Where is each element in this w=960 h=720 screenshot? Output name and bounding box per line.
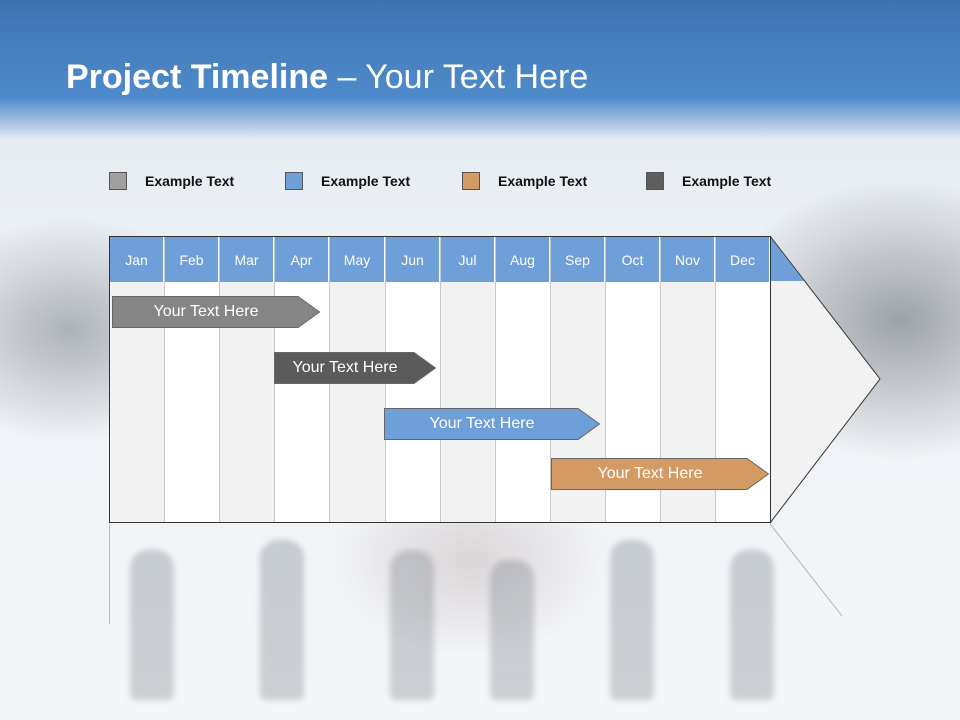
task-label: Your Text Here: [292, 359, 398, 376]
month-header-aug: Aug: [496, 237, 550, 282]
chart-reflection: [109, 524, 772, 624]
month-header-mar: Mar: [220, 237, 274, 282]
month-column-jan: Jan: [110, 237, 165, 522]
legend-label: Example Text: [498, 173, 588, 189]
task-bar-3: Your Text Here: [384, 408, 600, 440]
legend-label: Example Text: [321, 173, 411, 189]
legend-item-2: Example Text: [285, 170, 410, 192]
month-column-jul: Jul: [441, 237, 496, 522]
task-bar-2: Your Text Here: [274, 352, 436, 384]
legend-swatch: [646, 172, 664, 190]
month-header-sep: Sep: [551, 237, 605, 282]
slide-title: Project Timeline – Your Text Here: [66, 58, 588, 97]
month-column-mar: Mar: [220, 237, 275, 522]
month-header-apr: Apr: [275, 237, 329, 282]
task-label: Your Text Here: [429, 415, 535, 432]
month-header-jul: Jul: [441, 237, 495, 282]
legend-label: Example Text: [145, 173, 235, 189]
month-header-oct: Oct: [606, 237, 660, 282]
task-bar-4: Your Text Here: [551, 458, 769, 490]
background-people: [110, 520, 810, 720]
legend-swatch: [109, 172, 127, 190]
month-column-feb: Feb: [165, 237, 220, 522]
month-header-may: May: [330, 237, 385, 282]
legend-swatch: [462, 172, 480, 190]
task-label: Your Text Here: [597, 465, 703, 482]
title-bold: Project Timeline: [66, 58, 329, 96]
chart-reflection-edge: [770, 524, 843, 617]
title-banner: Project Timeline – Your Text Here: [0, 0, 960, 140]
legend-item-4: Example Text: [646, 170, 771, 192]
timeline-arrowhead: [770, 236, 881, 524]
month-header-feb: Feb: [165, 237, 219, 282]
legend-swatch: [285, 172, 303, 190]
title-subtitle: – Your Text Here: [328, 58, 589, 96]
month-column-aug: Aug: [496, 237, 551, 522]
legend-item-1: Example Text: [109, 170, 234, 192]
task-label: Your Text Here: [153, 303, 259, 320]
month-header-jun: Jun: [386, 237, 440, 282]
month-header-nov: Nov: [661, 237, 715, 282]
task-bar-1: Your Text Here: [112, 296, 320, 328]
legend-item-3: Example Text: [462, 170, 587, 192]
legend-label: Example Text: [682, 173, 772, 189]
month-header-jan: Jan: [110, 237, 164, 282]
month-header-dec: Dec: [716, 237, 770, 282]
